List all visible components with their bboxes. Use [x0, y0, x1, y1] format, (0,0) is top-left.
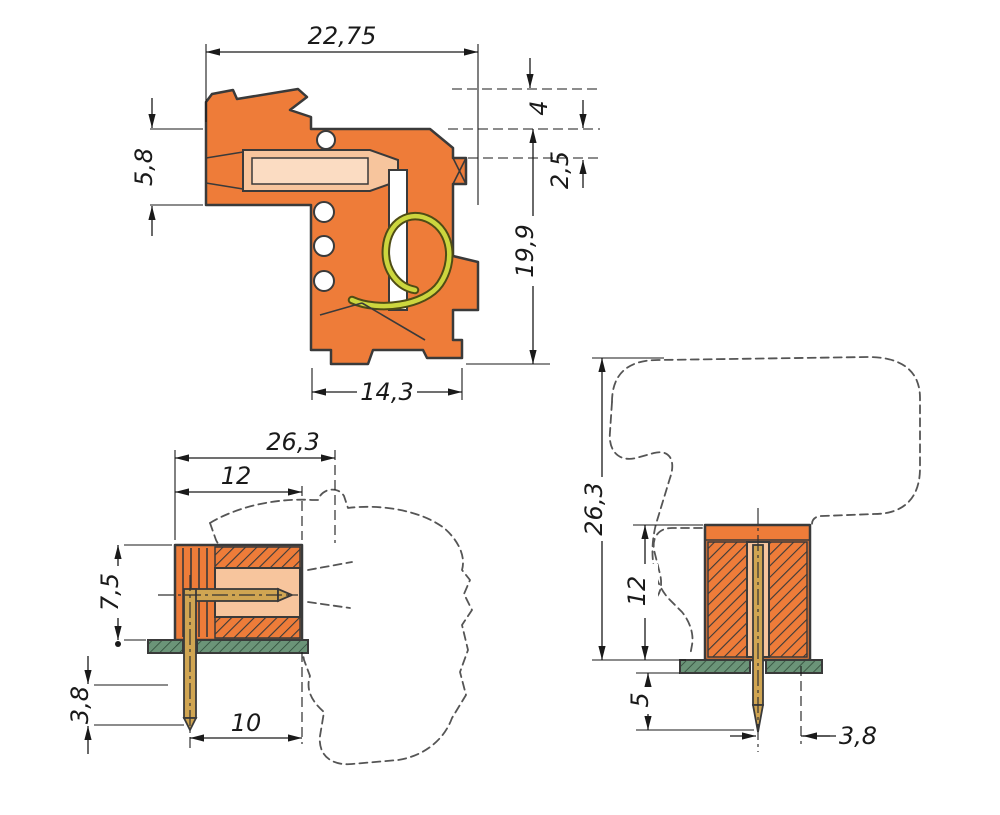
- dim-pin-tip-length: 3,8: [66, 656, 184, 754]
- dim-total-depth-label: 26,3: [266, 428, 319, 456]
- view-cross-section: 22,75 4 5,8 2,5 19,9: [130, 22, 600, 406]
- dim-pin-length-below: 5: [626, 672, 754, 731]
- wire-entry-funnel-bottom: [205, 182, 244, 190]
- dim-total-height-label: 26,3: [580, 482, 608, 535]
- connector-side-top-wall: [214, 546, 301, 569]
- reference-dot: [115, 641, 121, 647]
- dim-front-body-height: 12: [623, 524, 703, 660]
- dim-total-width-label: 22,75: [308, 22, 377, 50]
- dim-upper-height-label: 5,8: [130, 148, 158, 186]
- hole-top: [316, 130, 336, 150]
- dim-pin-offset-label: 3,8: [839, 722, 877, 750]
- front-wall-left: [707, 541, 748, 658]
- dim-latch-height-label: 4: [525, 100, 553, 115]
- conductor-cavity-inner: [251, 157, 369, 185]
- hole-1: [313, 201, 335, 223]
- dim-lower-width: 14,3: [311, 368, 463, 406]
- dim-upper-height: 5,8: [130, 98, 203, 236]
- dim-total-depth: 26,3: [174, 428, 336, 543]
- dim-front-body-height-label: 12: [623, 576, 651, 607]
- mating-housing-dashed-outline-front: [608, 356, 921, 657]
- actuation-detail-1: [319, 302, 363, 316]
- dim-pin-setback: 10: [190, 652, 303, 744]
- side-latch-detail: [452, 157, 467, 185]
- dim-housing-depth-label: 12: [221, 462, 252, 490]
- pcb-side: [147, 639, 309, 654]
- dim-lower-width-label: 14,3: [360, 378, 413, 406]
- dim-pin-setback-label: 10: [231, 709, 262, 737]
- pcb-front: [679, 659, 823, 674]
- wire-entry-funnel-top: [205, 151, 244, 159]
- dim-pin-length-below-label: 5: [626, 692, 654, 707]
- cage-clamp-spring: [347, 211, 454, 311]
- connector-side-bottom-wall: [214, 616, 301, 639]
- dim-latch-height: 4: [448, 58, 600, 130]
- dim-total-height: 26,3: [580, 357, 686, 661]
- dim-height-above-pcb: 7,5: [96, 544, 172, 647]
- view-front-on-pcb: 26,3 12 5 3,8: [580, 356, 921, 752]
- dim-pin-tip-length-label: 3,8: [66, 686, 94, 724]
- dim-pin-offset: 3,8: [730, 666, 877, 750]
- actuation-detail-2: [361, 302, 426, 341]
- dim-housing-depth: 12: [175, 462, 303, 540]
- view-side-on-pcb: 26,3 12 7,5 3,8 10: [66, 428, 473, 766]
- dim-total-width: 22,75: [205, 22, 479, 205]
- front-wall-right: [768, 541, 808, 658]
- hole-3: [313, 270, 335, 292]
- dim-height-above-pcb-label: 7,5: [96, 573, 124, 611]
- dim-body-height: 19,9: [466, 129, 550, 365]
- hole-2: [313, 235, 335, 257]
- dim-body-height-label: 19,9: [511, 224, 539, 277]
- dim-step-height-label: 2,5: [546, 151, 574, 189]
